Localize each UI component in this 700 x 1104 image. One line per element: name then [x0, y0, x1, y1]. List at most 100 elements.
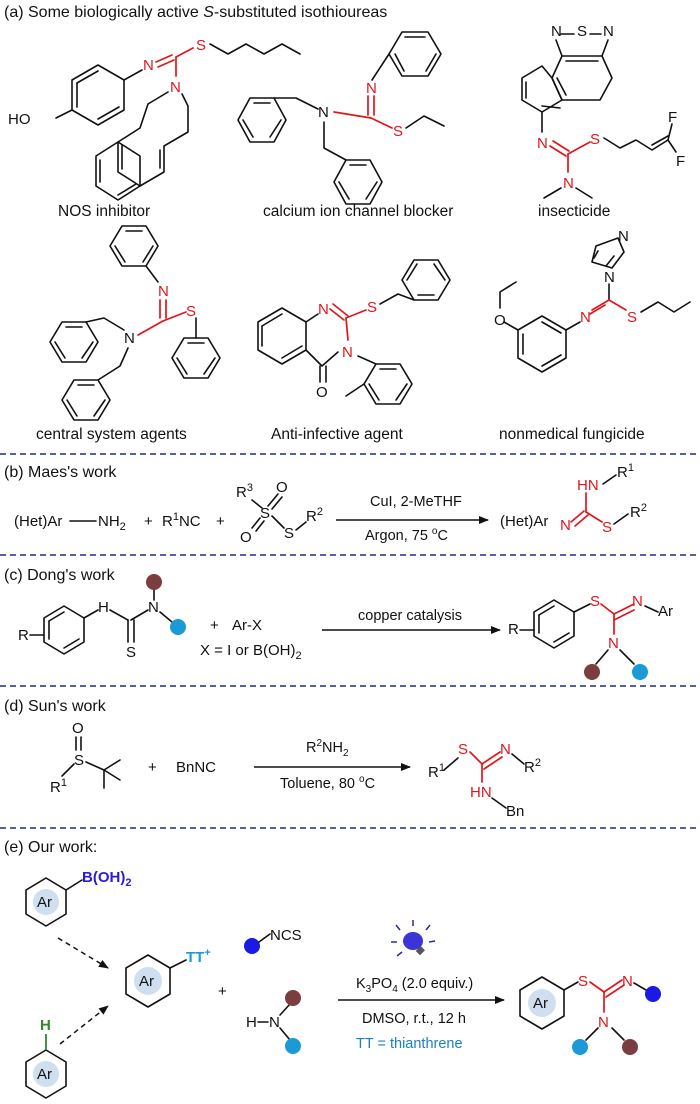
atom-nh-c: H — [98, 599, 109, 616]
light-bulb-icon — [391, 920, 436, 957]
plus-e: + — [218, 983, 227, 1000]
section-e-title: (e) Our work: — [4, 839, 97, 856]
reagent-isonitrile: R1NC — [162, 511, 201, 530]
atom-n2: N — [170, 79, 181, 96]
caption-insecticide: insecticide — [538, 203, 610, 220]
atom-s-ins: S — [577, 23, 587, 40]
aryl-label: Ar — [139, 973, 154, 990]
molecule-anti-infective: N N O S Anti-infective agent — [257, 259, 451, 443]
section-b-title: (b) Maes's work — [4, 464, 117, 481]
condition-d-top: R2NH2 — [306, 738, 349, 759]
reagent-thiosulfonate-r3: R3 — [236, 482, 253, 501]
atom-f2: F — [676, 153, 685, 170]
dashed-arrow-boronic — [57, 937, 109, 969]
reagent-het-ar: (Het)Ar — [14, 513, 62, 530]
dot-cyan — [170, 619, 186, 635]
dot-brown — [285, 990, 301, 1006]
product-c-n1: N — [632, 593, 643, 610]
condition-c: copper catalysis — [358, 608, 462, 624]
product-d-hn: HN — [470, 784, 492, 801]
product-c-r: R — [508, 621, 519, 638]
atom-s-c: S — [126, 644, 136, 661]
aryl-label: Ar — [37, 894, 52, 911]
atom-n-csa: N — [158, 283, 169, 300]
molecule-fungicide: N N N S O nonmedical fungicide — [494, 228, 691, 443]
section-c-title: (c) Dong's work — [4, 567, 116, 584]
condition-b-bottom: Argon, 75 oC — [365, 526, 448, 544]
dot-cyan — [632, 664, 648, 680]
boronic-acid-label: B(OH)2 — [82, 869, 131, 889]
atom-n-cb2: N — [318, 104, 329, 121]
product-b-s: S — [602, 519, 612, 536]
atom-o-ai: O — [316, 384, 328, 401]
aryl-label: Ar — [37, 1066, 52, 1083]
atom-n-c: N — [148, 599, 159, 616]
ring-product — [519, 976, 565, 1030]
hydrogen-label: H — [40, 1017, 51, 1034]
aryl-label: Ar — [533, 995, 548, 1012]
product-b-hn: HN — [577, 477, 599, 494]
product-d-r2: R2 — [524, 757, 541, 776]
atom-s-fg: S — [627, 309, 637, 326]
atom-n-ai1: N — [318, 301, 329, 318]
product-c-s: S — [590, 593, 600, 610]
product-d-r1: R1 — [428, 762, 445, 781]
section-c: (c) Dong's work R H S N + Ar-X X = I or … — [4, 567, 673, 680]
ring-aryl-tt — [125, 954, 171, 1008]
product-b-n: N — [560, 517, 571, 534]
molecule-calcium-blocker: N S N calcium ion channel blocker — [237, 31, 453, 220]
dot-blue — [645, 986, 661, 1002]
section-d: (d) Sun's work O S R1 + BnNC R2NH2 Tolue… — [4, 698, 541, 820]
atom-n-fg2: N — [604, 269, 615, 286]
dot-cyan — [285, 1038, 301, 1054]
tt-thianthrene-note: TT = thianthrene — [356, 1036, 463, 1052]
caption-fungicide: nonmedical fungicide — [499, 426, 645, 443]
dashed-arrow-arene — [59, 1005, 109, 1045]
product-e-n2: N — [598, 1014, 609, 1031]
atom-o-d: O — [72, 720, 84, 737]
tt-label: TT+ — [186, 947, 211, 966]
product-b-r2: R2 — [630, 502, 647, 521]
atom-n-ins2: N — [603, 23, 614, 40]
product-b-r1: R1 — [617, 462, 634, 481]
dot-brown — [622, 1039, 638, 1055]
plus-1: + — [144, 513, 153, 530]
caption-nos-inhibitor: NOS inhibitor — [58, 203, 150, 220]
atom-s-csa: S — [186, 303, 196, 320]
dot-cyan — [572, 1039, 588, 1055]
molecule-nos-inhibitor: HO N S N NOS inhibitor — [8, 37, 301, 220]
atom-n-csa2: N — [124, 330, 135, 347]
product-d-bn: Bn — [506, 803, 524, 820]
atom-n-ins1: N — [551, 23, 562, 40]
atom-f1: F — [668, 109, 677, 126]
plus-2: + — [216, 513, 225, 530]
atom-s-ai: S — [367, 299, 377, 316]
product-b-ar: (Het)Ar — [500, 513, 548, 530]
condition-e-bottom: DMSO, r.t., 12 h — [362, 1011, 466, 1027]
condition-e-top: K3PO4 (2.0 equiv.) — [356, 976, 473, 995]
atom-n-ins3: N — [537, 135, 548, 152]
section-a-title: (a) Some biologically active S-substitut… — [4, 4, 387, 21]
ring-aryl-boronic — [25, 877, 67, 927]
atom-s-cb: S — [393, 123, 403, 140]
atom-s-b2: S — [284, 525, 294, 542]
section-d-title: (d) Sun's work — [4, 698, 107, 715]
reagent-d-bnnc: BnNC — [176, 759, 216, 776]
condition-b-top: CuI, 2-MeTHF — [370, 494, 462, 510]
atom-s-d: S — [74, 752, 84, 769]
atom-o-b1: O — [276, 479, 288, 496]
atom-ho: HO — [8, 111, 31, 128]
reagent-c-arx: Ar-X — [232, 617, 262, 634]
atom-n-fg3: N — [580, 309, 591, 326]
amine-h: H — [246, 1014, 257, 1031]
atom-n-ins4: N — [563, 175, 574, 192]
atom-s: S — [196, 37, 206, 54]
reagent-nh2: NH2 — [98, 513, 126, 533]
dot-brown — [584, 664, 600, 680]
product-d-s: S — [458, 741, 468, 758]
caption-anti-infective: Anti-infective agent — [271, 426, 404, 443]
atom-o-b2: O — [240, 529, 252, 546]
molecule-central-system-agents: N S N central system agents — [36, 225, 221, 443]
atom-s-b1: S — [260, 505, 270, 522]
